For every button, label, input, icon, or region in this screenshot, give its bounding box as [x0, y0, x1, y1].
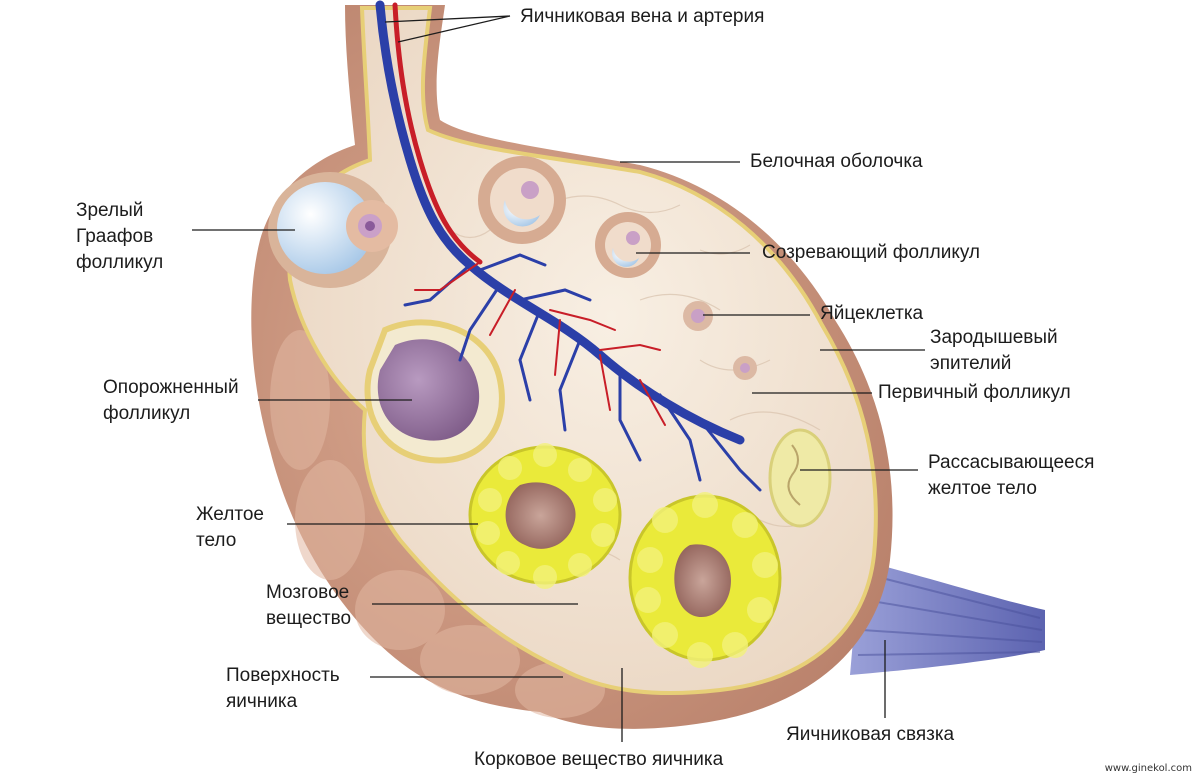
label-empty-line2: фолликул [103, 403, 191, 424]
label-ovarian-ligament: Яичниковая связка [786, 724, 955, 745]
label-germinal-line1: Зародышевый [930, 327, 1058, 348]
label-maturing-follicle: Созревающий фолликул [762, 242, 981, 263]
label-tunica-albuginea: Белочная оболочка [750, 151, 923, 172]
blood-vessels [375, 0, 762, 492]
watermark-text: www.ginekol.com [1104, 763, 1192, 774]
label-ovarian-vessels: Яичниковая вена и артерия [520, 6, 765, 27]
leader-vessels [384, 15, 511, 43]
oocyte-follicle [683, 301, 713, 331]
label-medulla-line1: Мозговое [266, 582, 350, 603]
maturing-follicle-large [478, 156, 566, 244]
primary-follicle [733, 356, 757, 380]
regressing-corpus-luteum [768, 428, 832, 528]
label-graaf-line2: Граафов [76, 226, 154, 247]
label-surface-line2: яичника [226, 691, 298, 712]
graafian-follicle [268, 172, 398, 288]
label-primary-follicle: Первичный фолликул [878, 382, 1071, 403]
label-oocyte: Яйцеклетка [820, 303, 924, 324]
label-germinal-line2: эпителий [930, 353, 1012, 374]
corpus-luteum [468, 443, 622, 589]
label-graaf-line1: Зрелый [76, 200, 144, 221]
leader-lines [192, 15, 925, 742]
label-cortex: Корковое вещество яичника [474, 749, 724, 770]
label-medulla-line2: вещество [266, 608, 352, 629]
label-surface-line1: Поверхность [226, 665, 340, 686]
label-luteum-line1: Желтое [196, 504, 264, 525]
ligament-shape [850, 560, 1045, 675]
corpus-luteum-large [628, 492, 782, 668]
label-regress-line2: желтое тело [928, 478, 1037, 499]
label-empty-line1: Опорожненный [103, 377, 239, 398]
label-luteum-line2: тело [196, 530, 237, 551]
maturing-follicle-small [595, 212, 661, 278]
label-graaf-line3: фолликул [76, 252, 164, 273]
label-regress-line1: Рассасывающееся [928, 452, 1095, 473]
empty-follicle [364, 319, 505, 464]
